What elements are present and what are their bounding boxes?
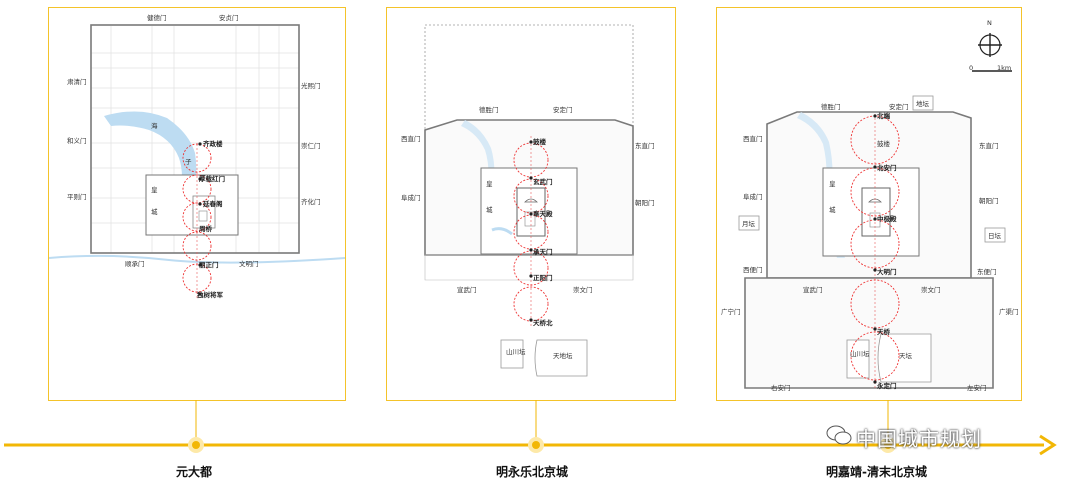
gate-label: 宣武门	[803, 285, 823, 294]
river	[49, 254, 345, 264]
altar-label: 地坛	[916, 99, 930, 108]
altar-ri	[984, 227, 1006, 243]
gate-label: 安定门	[889, 102, 909, 111]
lake	[104, 111, 197, 198]
axis-label: 北端	[877, 111, 891, 120]
north-label: N	[987, 19, 992, 27]
altar-label: 天地坛	[553, 351, 573, 360]
gate-label: 健德门	[147, 13, 167, 22]
gate-label: 西便门	[743, 265, 763, 274]
gate-label: 顺承门	[125, 259, 145, 268]
scale-end: 1km	[997, 64, 1011, 72]
altar-label: 天坛	[899, 351, 913, 360]
altar-label: 山川坛	[850, 349, 870, 358]
gate-label: 阜成门	[743, 192, 763, 201]
scale-start: 0	[969, 64, 973, 72]
gate-label: 平则门	[67, 192, 87, 201]
ming-yongle-map-panel: 德胜门 安定门 西直门 东直门 阜成门 朝阳门 宣武门 崇文门 鼓楼 玄武门 奉…	[386, 7, 676, 401]
imperial-city-label: 皇	[486, 179, 493, 188]
imperial-city-label: 城	[829, 206, 836, 214]
timeline-label-jiajing: 明嘉靖-清末北京城	[826, 465, 927, 479]
altar-label: 山川坛	[506, 347, 526, 356]
gate-label: 崇仁门	[301, 141, 321, 150]
timeline-label-yongle: 明永乐北京城	[496, 465, 569, 479]
gate-label: 德胜门	[821, 102, 841, 111]
lake-label: 海	[151, 121, 158, 130]
gate-label: 安定门	[553, 105, 573, 114]
altar-label: 日坛	[988, 231, 1002, 240]
timeline-node	[528, 437, 544, 453]
axis-label: 丽正门	[199, 260, 219, 269]
imperial-city-label: 城	[151, 208, 158, 216]
imperial-city	[145, 174, 239, 236]
gate-label: 东直门	[635, 141, 655, 150]
imperial-city-label: 城	[486, 206, 493, 214]
gate-label: 文明门	[239, 259, 259, 268]
axis-label: 奉天殿	[533, 209, 553, 218]
axis-label: 独树将军	[197, 290, 224, 299]
gate-label: 宣武门	[457, 285, 477, 294]
axis-label: 鼓楼	[877, 139, 891, 148]
axis-label: 鼓楼	[533, 137, 547, 146]
gate-label: 崇文门	[921, 285, 941, 294]
gate-label: 朝阳门	[635, 198, 655, 207]
axis-label: 永定门	[876, 381, 897, 390]
axis-label: 玄武门	[533, 177, 553, 186]
axis-label: 延春阁	[202, 199, 223, 208]
altar-tian	[877, 333, 932, 383]
north-arrow-icon	[978, 33, 1002, 57]
axis-label: 齐政楼	[203, 139, 223, 148]
gate-label: 广宁门	[721, 307, 741, 316]
ming-jiajing-qing-map-panel: N 0 1km 德胜门 安定门 西直门 东直门 阜成门 朝阳门 西便门 东便门	[716, 7, 1022, 401]
lake-label: 子	[185, 158, 192, 166]
altar-shanchuan	[500, 339, 524, 369]
gate-label: 齐化门	[301, 197, 321, 206]
altar-tiandi	[534, 339, 588, 377]
gate-label: 广渠门	[999, 307, 1019, 316]
palace-city	[861, 187, 891, 237]
ming-jiajing-qing-map: N 0 1km 德胜门 安定门 西直门 东直门 阜成门 朝阳门 西便门 东便门	[721, 19, 1019, 392]
gate-label: 东便门	[977, 267, 997, 276]
gate-label: 右安门	[771, 383, 791, 392]
axis-label: 周桥	[199, 224, 213, 233]
timeline-arrow-icon	[1039, 434, 1057, 456]
gate-label: 西直门	[743, 134, 763, 143]
gate-label: 阜成门	[401, 193, 421, 202]
yuan-dadu-map-panel: 健德门 安贞门 肃清门 光熙门 和义门 崇仁门 平则门 齐化门 顺承门 文明门 …	[48, 7, 346, 401]
imperial-city-label: 皇	[151, 185, 158, 194]
gate-label: 左安门	[967, 383, 987, 392]
timeline-label-yuan: 元大都	[176, 465, 213, 479]
altar-di	[912, 95, 934, 111]
gate-label: 崇文门	[573, 285, 593, 294]
gate-label: 光熙门	[301, 81, 321, 90]
wechat-icon	[826, 425, 852, 445]
axis-label: 北安门	[877, 163, 897, 172]
axis-label: 厚载红门	[199, 174, 226, 183]
dadu-city-wall	[90, 24, 300, 254]
gate-label: 德胜门	[479, 105, 499, 114]
gate-label: 安贞门	[219, 13, 239, 22]
ming-yongle-map: 德胜门 安定门 西直门 东直门 阜成门 朝阳门 宣武门 崇文门 鼓楼 玄武门 奉…	[401, 24, 655, 377]
axis-label: 中极殿	[877, 214, 897, 223]
gate-label: 朝阳门	[979, 196, 999, 205]
timeline-node	[188, 437, 204, 453]
axis-label: 大明门	[877, 267, 897, 276]
axis-circles	[182, 143, 212, 293]
gate-label: 肃清门	[67, 77, 87, 86]
axis-label: 天桥	[877, 327, 891, 336]
gate-label: 东直门	[979, 141, 999, 150]
altar-shanchuan	[846, 339, 870, 379]
gate-label: 西直门	[401, 134, 421, 143]
axis-label: 天桥北	[533, 318, 553, 327]
altar-label: 月坛	[742, 219, 756, 228]
yuan-dadu-map: 健德门 安贞门 肃清门 光熙门 和义门 崇仁门 平则门 齐化门 顺承门 文明门 …	[49, 13, 345, 299]
altar-yue	[738, 215, 760, 231]
watermark-text: 中国城市规划	[856, 427, 982, 451]
gate-label: 和义门	[67, 136, 87, 145]
axis-label: 承天门	[533, 247, 553, 256]
imperial-city-label: 皇	[829, 179, 836, 188]
axis-label: 正阳门	[533, 273, 553, 282]
